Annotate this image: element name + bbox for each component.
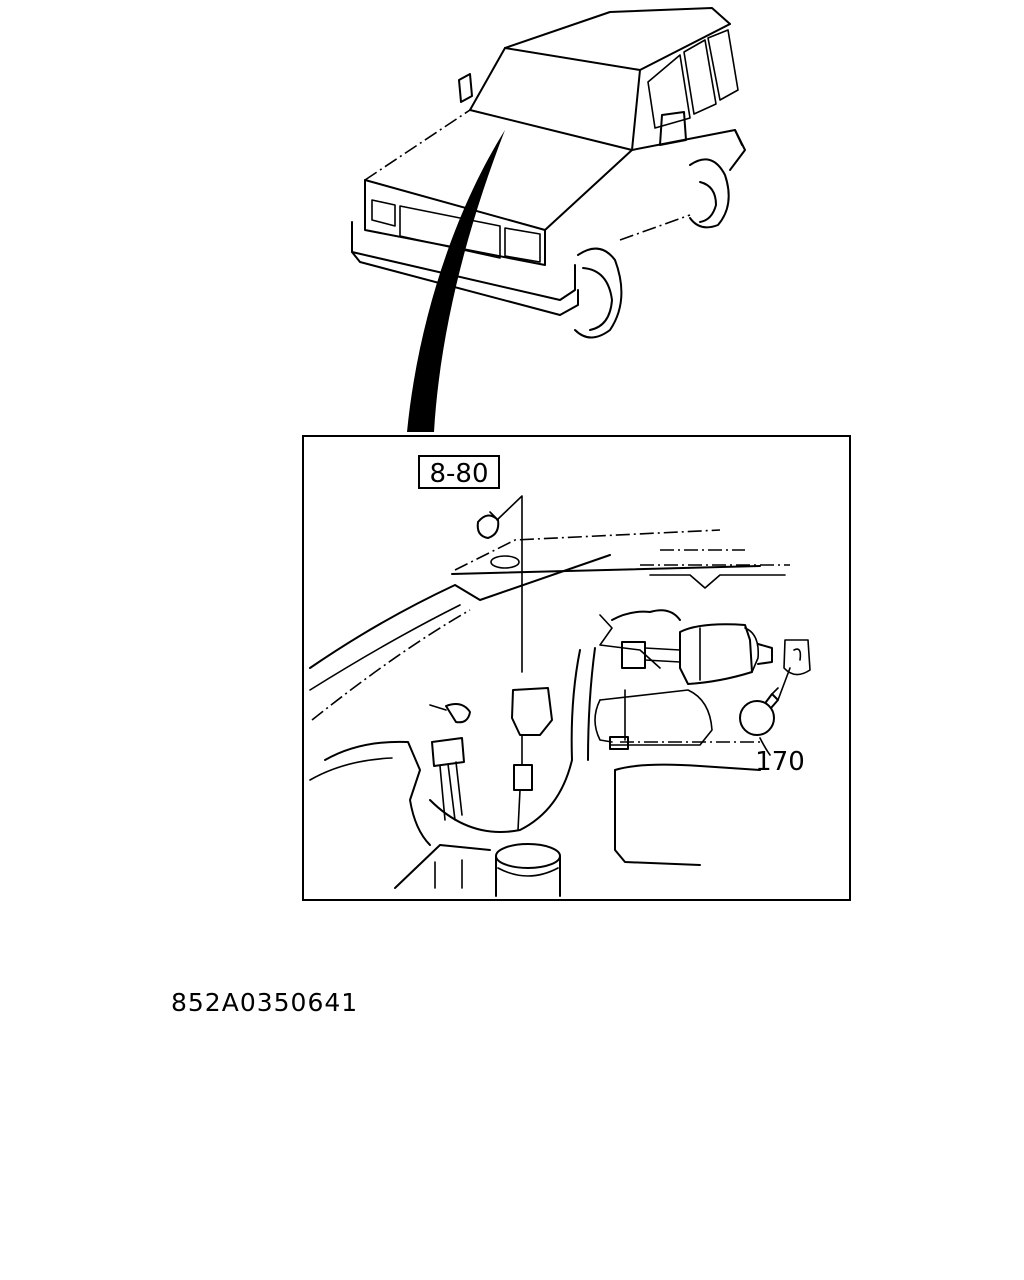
vehicle-overview [351, 7, 746, 339]
reference-box [418, 455, 500, 489]
reference-label: 8-80 [429, 459, 488, 489]
part-number-label: 170 [755, 747, 805, 777]
diagram-code: 852A0350641 [171, 988, 359, 1017]
detail-view-frame [302, 435, 851, 901]
engine-bay-detail: 8-80 [309, 455, 811, 897]
detail-leader-arrow [407, 130, 505, 432]
bulb-part-170 [739, 700, 775, 736]
